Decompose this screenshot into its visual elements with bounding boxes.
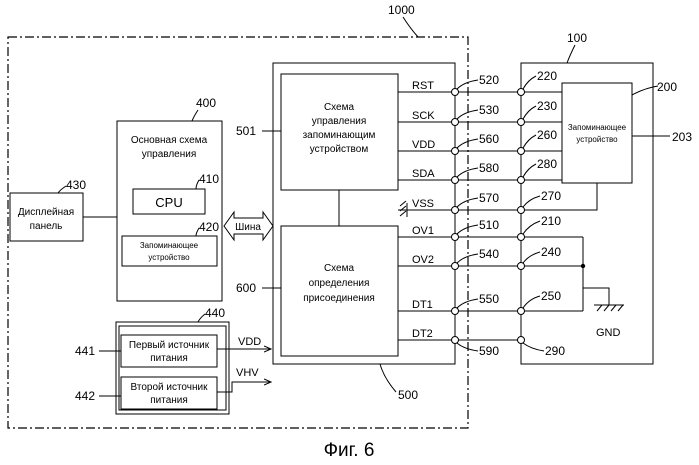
terminal-260 (518, 148, 525, 155)
terminal-510 (452, 234, 459, 241)
gnd-label: GND (596, 327, 621, 339)
ref-220: 220 (537, 69, 557, 83)
ground-rail-junction (581, 264, 585, 268)
power-vdd-label: VDD (238, 336, 261, 348)
terminal-550 (452, 308, 459, 315)
leader-100 (567, 45, 575, 63)
terminal-570 (452, 207, 459, 214)
leader-440 (198, 314, 205, 322)
signal-rst: RST (412, 80, 434, 92)
ref-530: 530 (479, 103, 499, 117)
ref-280: 280 (537, 157, 557, 171)
ref-600: 600 (236, 281, 256, 295)
connection-detect-box (281, 226, 398, 356)
main-memory-label-1: Запоминающее (140, 241, 199, 250)
connection-detect-label-1: Схема (324, 263, 355, 274)
signal-dt1: DT1 (412, 299, 433, 311)
figure-caption: Фиг. 6 (324, 440, 375, 461)
power2-label-2: питания (150, 395, 188, 406)
signal-dt2: DT2 (412, 328, 433, 340)
terminal-230 (518, 119, 525, 126)
leader-1000 (403, 17, 418, 37)
ref-100: 100 (567, 31, 587, 45)
cartridge-memory-box (562, 83, 632, 183)
ref-590: 590 (479, 344, 499, 358)
ref-430: 430 (66, 178, 86, 192)
terminal-220 (518, 89, 525, 96)
terminal-540 (452, 263, 459, 270)
terminal-530 (452, 119, 459, 126)
terminal-580 (452, 177, 459, 184)
power-vhv-label: VHV (236, 367, 259, 379)
signal-ov1: OV1 (412, 225, 434, 237)
cpu-label: CPU (155, 195, 182, 210)
ref-400: 400 (196, 96, 216, 110)
ref-560: 560 (479, 132, 499, 146)
memory-control-label-1: Схема (324, 102, 355, 113)
ref-270: 270 (541, 189, 561, 203)
terminal-290 (518, 337, 525, 344)
ref-250: 250 (541, 289, 561, 303)
terminal-270 (518, 207, 525, 214)
bus-label: Шина (235, 222, 261, 233)
signal-vdd: VDD (412, 139, 435, 151)
ref-420: 420 (199, 220, 219, 234)
ref-441: 441 (75, 344, 95, 358)
ref-540: 540 (479, 247, 499, 261)
main-control-label-1: Основная схема (131, 135, 208, 146)
signal-ov2: OV2 (412, 254, 434, 266)
terminal-250 (518, 308, 525, 315)
ref-550: 550 (479, 292, 499, 306)
ref-240: 240 (541, 245, 561, 259)
signal-sda: SDA (412, 168, 435, 180)
ref-440: 440 (205, 306, 225, 320)
cartridge-memory-label-2: устройство (576, 135, 618, 144)
ref-520: 520 (479, 73, 499, 87)
ref-500: 500 (398, 388, 418, 402)
cartridge-memory-label-1: Запоминающее (568, 123, 627, 132)
leader-430 (58, 186, 66, 193)
terminal-520 (452, 89, 459, 96)
ref-203: 203 (672, 130, 692, 144)
display-panel-label-1: Дисплейная (18, 207, 74, 218)
ref-442: 442 (75, 389, 95, 403)
terminal-280 (518, 177, 525, 184)
power1-label-1: Первый источник (129, 340, 210, 351)
ref-200: 200 (657, 80, 677, 94)
signal-vss: VSS (412, 198, 434, 210)
terminal-590 (452, 337, 459, 344)
ref-1000: 1000 (388, 3, 415, 17)
main-memory-label-2: устройство (148, 253, 190, 262)
power2-label-1: Второй источник (131, 382, 209, 393)
ref-230: 230 (537, 99, 557, 113)
ref-580: 580 (479, 161, 499, 175)
terminal-560 (452, 148, 459, 155)
connection-detect-label-2: определения (309, 278, 370, 289)
power1-label-2: питания (150, 353, 188, 364)
leader-400 (192, 110, 198, 121)
ref-410: 410 (199, 172, 219, 186)
ref-290: 290 (545, 344, 565, 358)
signal-sck: SCK (412, 110, 435, 122)
memory-control-label-2: управления (312, 116, 367, 127)
memory-control-label-4: устройством (310, 144, 369, 155)
ref-210: 210 (541, 214, 561, 228)
ref-510: 510 (479, 218, 499, 232)
ref-260: 260 (537, 128, 557, 142)
connection-detect-label-3: присоединения (303, 293, 375, 304)
terminal-210 (518, 234, 525, 241)
ref-501: 501 (236, 124, 256, 138)
main-control-label-2: управления (142, 149, 197, 160)
leader-500 (380, 364, 396, 392)
memory-control-label-3: запоминающим (303, 130, 376, 141)
display-panel-label-2: панель (30, 221, 63, 232)
ref-570: 570 (479, 191, 499, 205)
terminal-240 (518, 263, 525, 270)
